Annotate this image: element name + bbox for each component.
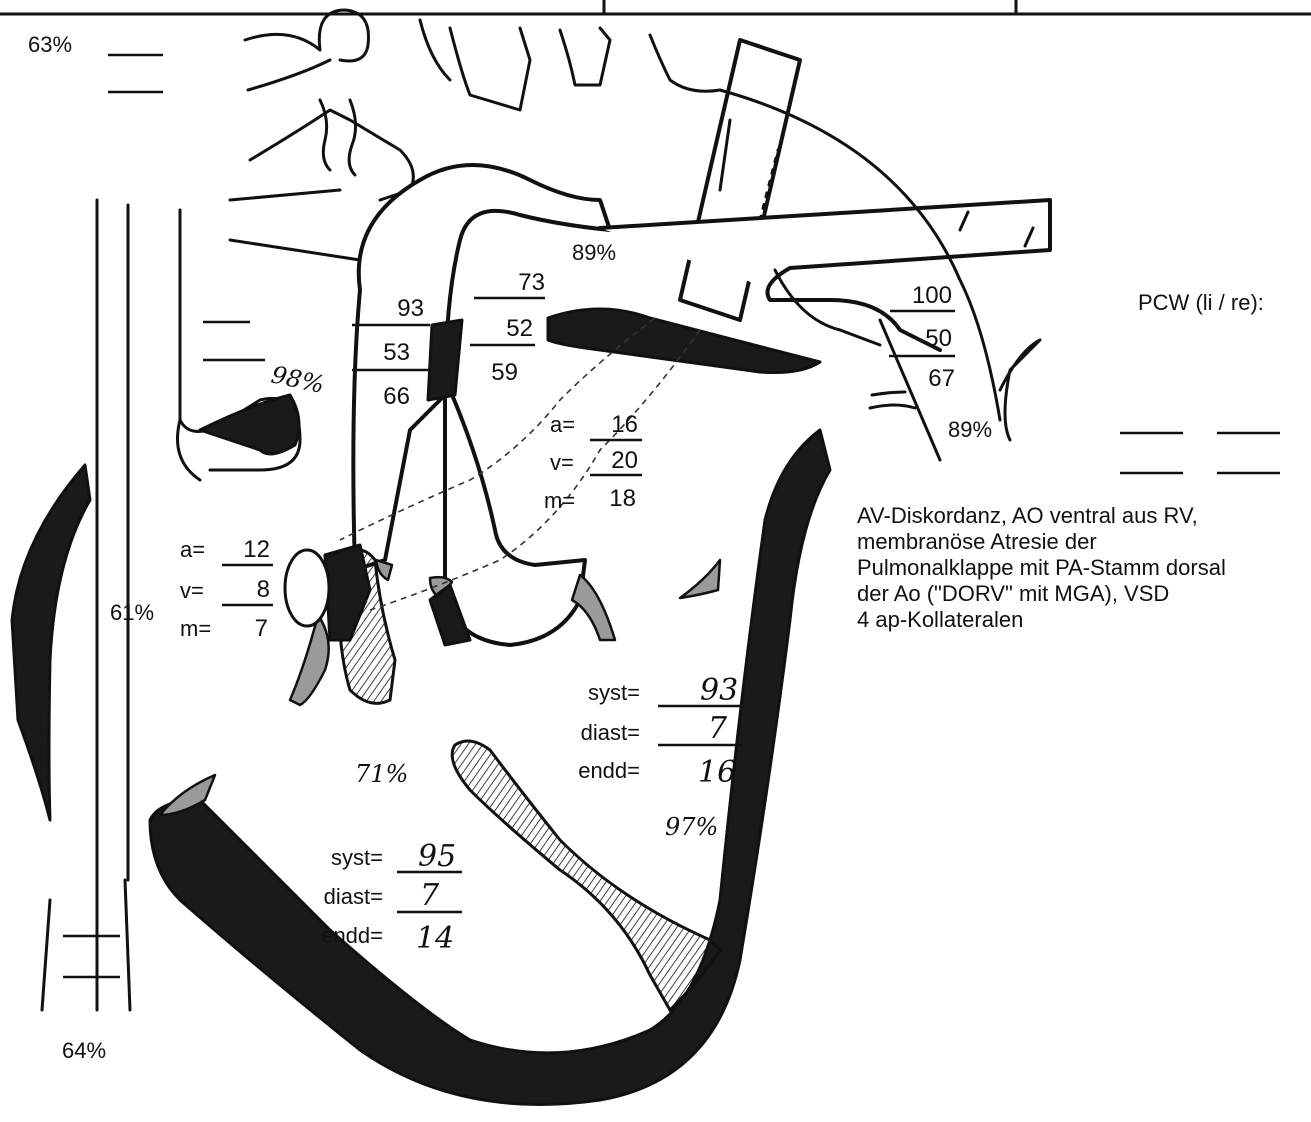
sat-collateral: 89%: [948, 417, 992, 442]
collateral-diastolic: 50: [925, 325, 952, 352]
lv-syst-label: syst=: [331, 845, 383, 870]
ao-mean: 66: [383, 383, 410, 410]
ra-m-value: 7: [255, 615, 268, 642]
lv-diast-value: 7: [420, 878, 440, 913]
lv-syst-value: 95: [418, 839, 456, 874]
collateral-systolic: 100: [912, 282, 952, 309]
aortic-root-wall: [428, 320, 462, 400]
pa-systolic: 73: [518, 269, 545, 296]
collateral-mean: 67: [928, 365, 955, 392]
sat-right-atrium: 61%: [110, 600, 154, 625]
la-v-value: 20: [611, 447, 638, 474]
diagnosis-line: der Ao ("DORV" mit MGA), VSD: [857, 581, 1311, 607]
outflow-wall-patch: [548, 309, 820, 373]
ao-systolic: 93: [397, 295, 424, 322]
lv-diast-label: diast=: [324, 884, 383, 909]
tricuspid-region-wall: [200, 395, 299, 454]
rv-diast-value: 7: [708, 711, 728, 746]
ra-m-label: m=: [180, 616, 211, 641]
rv-endd-label: endd=: [578, 758, 640, 783]
la-a-value: 16: [611, 411, 638, 438]
sat-svc: 63%: [28, 32, 72, 57]
la-a-label: a=: [550, 412, 575, 437]
header-frame: [0, 0, 1311, 14]
aortic-arch-branches: [230, 10, 720, 260]
vsd-oval: [285, 550, 329, 626]
diagnosis-line: membranöse Atresie der: [857, 529, 1311, 555]
lv-endd-label: endd=: [321, 923, 383, 948]
ao-diastolic: 53: [383, 339, 410, 366]
sat-ivc: 64%: [62, 1038, 106, 1063]
rv-syst-label: syst=: [588, 680, 640, 705]
diagnosis-line: 4 ap-Kollateralen: [857, 607, 1311, 633]
ra-a-value: 12: [243, 536, 270, 563]
la-v-label: v=: [550, 450, 574, 475]
rv-endd-value: 16: [698, 755, 736, 790]
sat-pa-trunk: 89%: [572, 240, 616, 265]
rv-syst-value: 93: [700, 673, 738, 708]
pcw-label: PCW (li / re):: [1138, 290, 1264, 316]
lv-endd-value: 14: [416, 921, 454, 956]
diagnosis-line: Pulmonalklappe mit PA-Stamm dorsal: [857, 555, 1311, 581]
pa-mean: 59: [491, 359, 518, 386]
ra-a-label: a=: [180, 537, 205, 562]
la-m-label: m=: [544, 488, 575, 513]
diagnosis-text: AV-Diskordanz, AO ventral aus RV, membra…: [857, 503, 1311, 633]
inferior-vena-cava: [42, 880, 130, 1010]
ra-v-label: v=: [180, 578, 204, 603]
ra-v-value: 8: [257, 576, 270, 603]
sat-right-ventricle-handwritten: 97%: [665, 813, 718, 841]
pa-diastolic: 52: [506, 315, 533, 342]
la-m-value: 18: [609, 485, 636, 512]
sat-left-atrium-handwritten: 98%: [269, 360, 327, 398]
rv-diast-label: diast=: [581, 720, 640, 745]
diagnosis-line: AV-Diskordanz, AO ventral aus RV,: [857, 503, 1311, 529]
sat-left-ventricle-handwritten: 71%: [355, 760, 408, 788]
